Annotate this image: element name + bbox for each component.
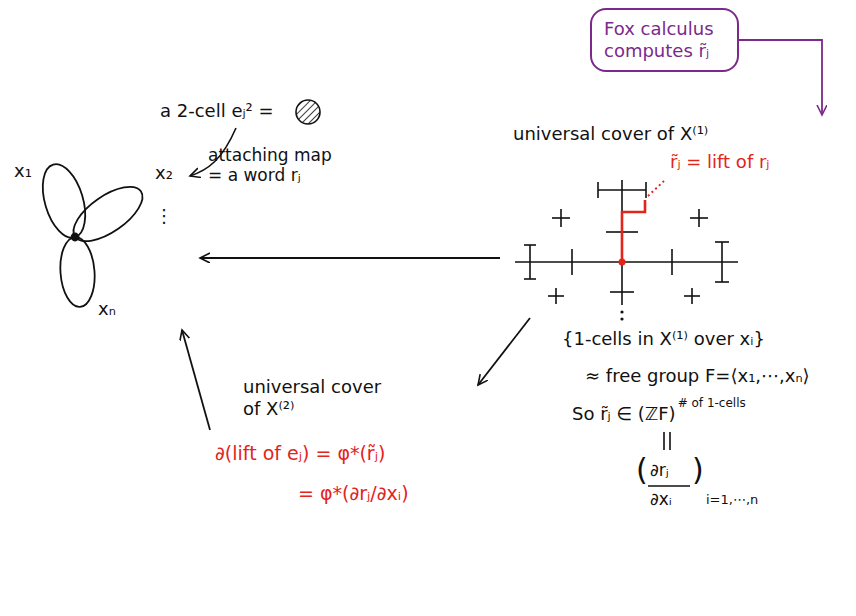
tree-edge bbox=[560, 209, 562, 227]
cover-space: universal cover of X⁽²⁾ ∂(lift of eⱼ) = φ… bbox=[210, 370, 478, 605]
tree-edge bbox=[698, 209, 700, 227]
cayley-tree bbox=[515, 180, 738, 321]
node-text: ⋮ bbox=[155, 205, 173, 227]
continuation-dot bbox=[620, 310, 623, 313]
leader-line bbox=[648, 181, 664, 196]
cover-space: universal cover of X⁽¹⁾ r̃ⱼ = lift of rⱼ bbox=[500, 115, 848, 318]
tree-edge bbox=[555, 288, 557, 304]
fraction-part: ∂xᵢ bbox=[650, 489, 672, 509]
tree-edge bbox=[610, 291, 634, 293]
loop bbox=[65, 176, 151, 251]
loop bbox=[35, 159, 93, 243]
tree-edge bbox=[721, 242, 723, 282]
base-point bbox=[619, 259, 626, 266]
tree-edge bbox=[691, 288, 693, 304]
vertical-equals bbox=[663, 432, 665, 450]
callout-box: Fox calculus computes r̃ⱼ bbox=[590, 8, 739, 72]
node-text: xₙ bbox=[98, 298, 116, 320]
hatched-disk bbox=[296, 100, 320, 124]
fraction-part: ∂rⱼ bbox=[650, 460, 669, 480]
connector-arrow bbox=[200, 257, 500, 259]
tree-edge bbox=[524, 278, 536, 280]
tree-edge bbox=[645, 182, 647, 198]
tree-edge bbox=[515, 261, 738, 263]
node-text: Fox calculus computes r̃ⱼ bbox=[604, 18, 729, 61]
tree-edge bbox=[671, 249, 673, 275]
lifted-path bbox=[619, 181, 665, 266]
cell-note: attaching map = a word rⱼ bbox=[208, 145, 336, 186]
tree-edge bbox=[529, 245, 531, 279]
tree-edge bbox=[598, 189, 646, 191]
tree-edge bbox=[715, 241, 729, 243]
tree-edge bbox=[597, 182, 599, 198]
superscript: # of 1-cells bbox=[678, 396, 746, 410]
bouquet-of-circles bbox=[35, 159, 151, 308]
bracket: ( bbox=[636, 452, 648, 488]
node-text: universal cover of X⁽²⁾ bbox=[243, 376, 393, 419]
tree-edge bbox=[715, 281, 729, 283]
base-point bbox=[72, 234, 79, 241]
bouquet-space: x₁ x₂ ⋮ xₙ bbox=[5, 150, 200, 330]
node-text: x₁ bbox=[14, 160, 32, 182]
math-note: ≈ free group F=⟨x₁,⋯,xₙ⟩ bbox=[585, 365, 810, 387]
continuation-dot bbox=[620, 317, 623, 320]
vertical-equals bbox=[669, 432, 671, 450]
connector-arrow bbox=[182, 330, 210, 430]
tree-edge bbox=[571, 249, 573, 275]
node-text: universal cover of X⁽¹⁾ bbox=[513, 123, 708, 145]
node-text: ∂(lift of eⱼ) = φ*(r̃ⱼ) bbox=[215, 442, 385, 465]
fraction-bar bbox=[648, 485, 690, 487]
connector-arrow bbox=[739, 40, 822, 115]
math-marks bbox=[648, 432, 690, 486]
math-note: {1-cells in X⁽¹⁾ over xᵢ} bbox=[562, 328, 765, 350]
node-text: = φ*(∂rⱼ/∂xᵢ) bbox=[298, 482, 409, 505]
subscript: i=1,⋯,n bbox=[706, 492, 758, 508]
loop bbox=[58, 236, 97, 308]
tree-edge bbox=[524, 244, 536, 246]
cell-note: a 2-cell eⱼ² = bbox=[160, 100, 274, 122]
bracket: ) bbox=[692, 452, 704, 488]
node-text: x₂ bbox=[155, 162, 173, 184]
node-text: r̃ⱼ = lift of rⱼ bbox=[670, 151, 770, 173]
lift-path bbox=[622, 200, 645, 262]
math-note: So r̃ⱼ ∈ (ℤF) bbox=[572, 403, 676, 425]
connector-arrow bbox=[478, 318, 530, 385]
